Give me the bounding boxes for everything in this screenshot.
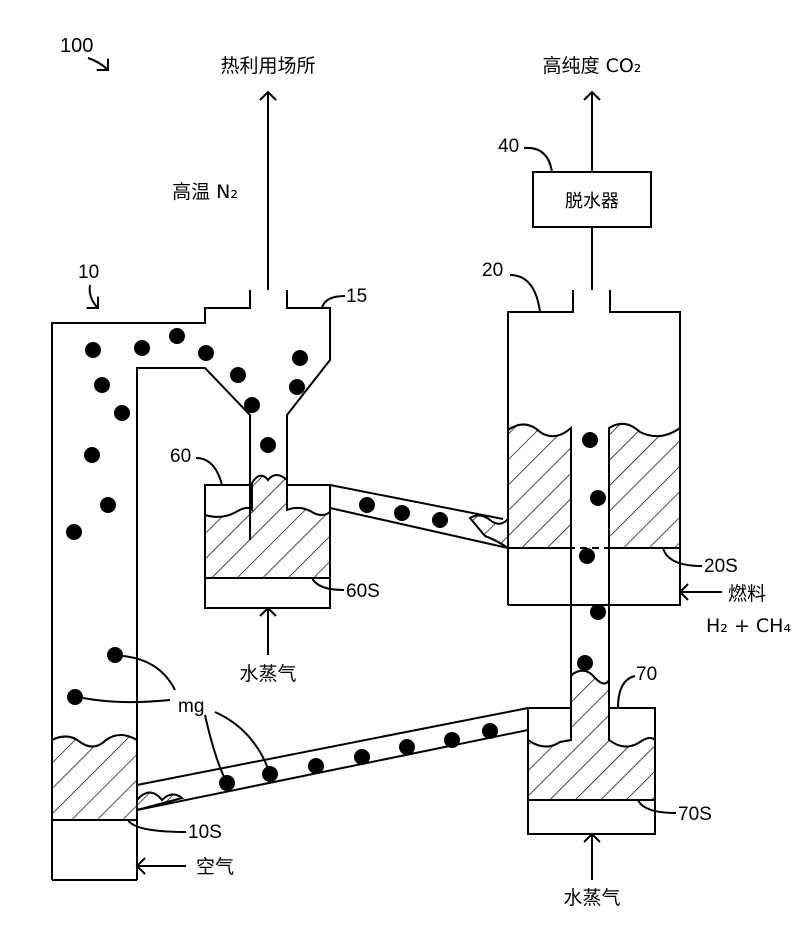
steam-70-label: 水蒸气 bbox=[563, 887, 620, 909]
particle bbox=[577, 655, 593, 671]
label-10-leader bbox=[90, 285, 98, 308]
label-15: 15 bbox=[346, 286, 367, 307]
duct-70-to-10 bbox=[137, 708, 528, 810]
label-20s-leader bbox=[663, 548, 702, 566]
steam-60-label: 水蒸气 bbox=[239, 663, 296, 685]
heat-use-site-label: 热利用场所 bbox=[220, 55, 315, 77]
label-10s: 10S bbox=[188, 822, 222, 843]
particle bbox=[244, 397, 260, 413]
particle bbox=[66, 524, 82, 540]
label-20s: 20S bbox=[704, 556, 738, 577]
figure-number: 100 bbox=[60, 35, 93, 57]
particle bbox=[67, 689, 83, 705]
figure-number-leader bbox=[88, 58, 108, 70]
particle bbox=[289, 379, 305, 395]
fuel-label: 燃料 bbox=[728, 583, 766, 605]
particle bbox=[198, 345, 214, 361]
label-60s: 60S bbox=[346, 581, 380, 602]
loop-seal-70 bbox=[528, 671, 655, 834]
particle bbox=[394, 505, 410, 521]
fuel-formula-label: H₂ + CH₄ bbox=[706, 615, 791, 637]
particle bbox=[84, 447, 100, 463]
high-purity-co2-label: 高纯度 CO₂ bbox=[543, 55, 642, 77]
label-40-leader bbox=[524, 148, 552, 172]
particle bbox=[94, 377, 110, 393]
particle bbox=[354, 749, 370, 765]
label-70s: 70S bbox=[678, 804, 712, 825]
label-60: 60 bbox=[170, 446, 191, 467]
particle-label: mg bbox=[178, 696, 204, 717]
duct-60-to-20 bbox=[330, 485, 508, 548]
particle bbox=[308, 758, 324, 774]
particle bbox=[579, 548, 595, 564]
particle bbox=[85, 342, 101, 358]
particle bbox=[432, 512, 448, 528]
particle bbox=[107, 647, 123, 663]
particles bbox=[66, 328, 606, 791]
label-20: 20 bbox=[482, 260, 503, 281]
air-label: 空气 bbox=[196, 856, 234, 878]
label-40: 40 bbox=[498, 136, 519, 157]
particle bbox=[582, 432, 598, 448]
particle bbox=[260, 437, 276, 453]
particle bbox=[590, 604, 606, 620]
label-60-leader bbox=[196, 458, 222, 485]
label-15-leader bbox=[322, 296, 345, 308]
label-70: 70 bbox=[636, 664, 657, 685]
particle bbox=[399, 739, 415, 755]
loop-seal-60 bbox=[205, 475, 330, 608]
particle bbox=[590, 490, 606, 506]
label-20-leader bbox=[510, 275, 540, 312]
particle bbox=[359, 497, 375, 513]
particle bbox=[482, 723, 498, 739]
label-10: 10 bbox=[78, 262, 99, 283]
particle bbox=[100, 497, 116, 513]
particle bbox=[134, 340, 150, 356]
particle bbox=[292, 350, 308, 366]
particle bbox=[444, 732, 460, 748]
particle bbox=[230, 367, 246, 383]
label-70-leader bbox=[618, 676, 635, 708]
high-temp-n2-label: 高温 N₂ bbox=[172, 181, 238, 203]
particle bbox=[169, 328, 185, 344]
dehydrator-label: 脱水器 bbox=[565, 191, 619, 212]
particle bbox=[114, 405, 130, 421]
